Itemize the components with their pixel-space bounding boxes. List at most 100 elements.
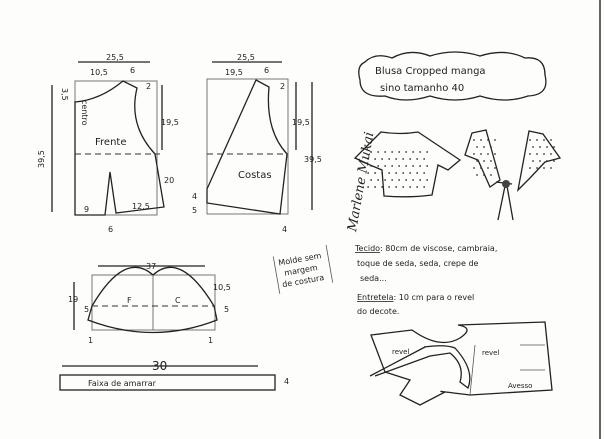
polka-dot (381, 186, 384, 188)
polka-dot (405, 151, 408, 153)
polka-dot (405, 179, 408, 181)
polka-dot (532, 160, 534, 162)
back-pattern-piece: Costas 25,5 19,5 6 2 19,5 39,5 4 5 4 (192, 53, 322, 234)
polka-dot (374, 158, 377, 160)
polka-dot (532, 146, 534, 148)
interfacing-label: Entretela (357, 293, 394, 302)
title-cloud: Blusa Cropped manga sino tamanho 40 (358, 51, 547, 101)
materials-text: Tecido: 80cm de viscose, cambraia, toque… (354, 244, 497, 316)
polka-dot (473, 139, 475, 141)
back-armhole: 19,5 (292, 118, 310, 127)
polka-dot (398, 165, 401, 167)
polka-dot (388, 172, 391, 174)
facing-revel-left: revel (392, 348, 409, 356)
polka-dot (398, 179, 401, 181)
fabric-line3: seda... (360, 274, 387, 283)
polka-dot (381, 172, 384, 174)
back-hem-b: 5 (192, 206, 197, 215)
polka-dot (426, 151, 429, 153)
back-shoulder-drop: 2 (280, 82, 285, 91)
polka-dot (370, 165, 373, 167)
polka-dot (487, 139, 489, 141)
polka-dot (543, 139, 545, 141)
polka-dot (395, 172, 398, 174)
polka-dot (395, 158, 398, 160)
front-neck-width: 10,5 (90, 68, 108, 77)
facing-wrong-side: Avesso (508, 382, 532, 390)
polka-dot (480, 167, 482, 169)
fabric-line2: toque de seda, seda, crepe de (357, 259, 479, 268)
polka-dot (402, 158, 405, 160)
polka-dot (402, 186, 405, 188)
polka-dot (367, 172, 370, 174)
polka-dot (388, 158, 391, 160)
tie-width: 4 (284, 377, 289, 386)
polka-dot (423, 186, 426, 188)
polka-dot (473, 153, 475, 155)
sleeve-pattern-piece: 37 19 10,5 5 5 1 1 F C (68, 262, 231, 345)
back-neck-width: 19,5 (225, 68, 243, 77)
facing-revel-right: revel (482, 349, 499, 357)
polka-dot (367, 158, 370, 160)
polka-dot (483, 146, 485, 148)
polka-dot (476, 160, 478, 162)
polka-dot (412, 179, 415, 181)
polka-dot (543, 167, 545, 169)
sleeve-right-ext: 1 (208, 336, 213, 345)
tie-label: Faixa de amarrar (88, 379, 157, 388)
polka-dot (419, 151, 422, 153)
polka-dot (409, 186, 412, 188)
polka-dot (550, 153, 552, 155)
polka-dot (416, 186, 419, 188)
polka-dot (423, 158, 426, 160)
svg-text:Entretela: 10 cm para o revel: Entretela: 10 cm para o revel (357, 293, 474, 302)
polka-dot (490, 174, 492, 176)
polka-dot (419, 165, 422, 167)
back-hem-c: 4 (282, 225, 287, 234)
polka-dot (374, 186, 377, 188)
polka-dot (550, 167, 552, 169)
polka-dot (490, 146, 492, 148)
polka-dot (409, 158, 412, 160)
polka-dot (546, 146, 548, 148)
polka-dot (384, 151, 387, 153)
sleeve-cap: 10,5 (213, 283, 231, 292)
fabric-label: Tecido (354, 244, 380, 253)
sleeve-height: 19 (68, 295, 78, 304)
polka-dot (416, 158, 419, 160)
sleeve-front-label: F (127, 296, 132, 305)
polka-dot (536, 153, 538, 155)
tie-length: 30 (152, 359, 167, 373)
polka-dot (391, 179, 394, 181)
svg-text:Tecido: 80cm de viscose, cambr: Tecido: 80cm de viscose, cambraia, (354, 244, 497, 253)
polka-dot (483, 174, 485, 176)
polka-dot (374, 172, 377, 174)
front-dart: 6 (108, 225, 113, 234)
polka-dot (409, 172, 412, 174)
sleeve-left-drop: 5 (84, 305, 89, 314)
tie-strip: 30 Faixa de amarrar 4 (59, 359, 289, 391)
front-fold-label: centro (80, 100, 89, 126)
polka-dot (391, 165, 394, 167)
polka-dot (370, 179, 373, 181)
polka-dot (395, 186, 398, 188)
garment-illustration (353, 129, 562, 221)
front-shoulder: 6 (130, 66, 135, 75)
polka-dot (494, 167, 496, 169)
title-line1: Blusa Cropped manga (375, 66, 486, 77)
polka-dot (384, 165, 387, 167)
polka-dot (412, 151, 415, 153)
front-length: 39,5 (37, 150, 46, 168)
front-width: 25,5 (106, 53, 124, 62)
front-armhole: 19,5 (161, 118, 179, 127)
polka-dot (487, 167, 489, 169)
polka-dot (529, 153, 531, 155)
polka-dot (402, 172, 405, 174)
polka-dot (494, 153, 496, 155)
polka-dot (398, 151, 401, 153)
polka-dot (377, 179, 380, 181)
polka-dot (536, 167, 538, 169)
polka-dot (377, 151, 380, 153)
polka-dot (480, 139, 482, 141)
